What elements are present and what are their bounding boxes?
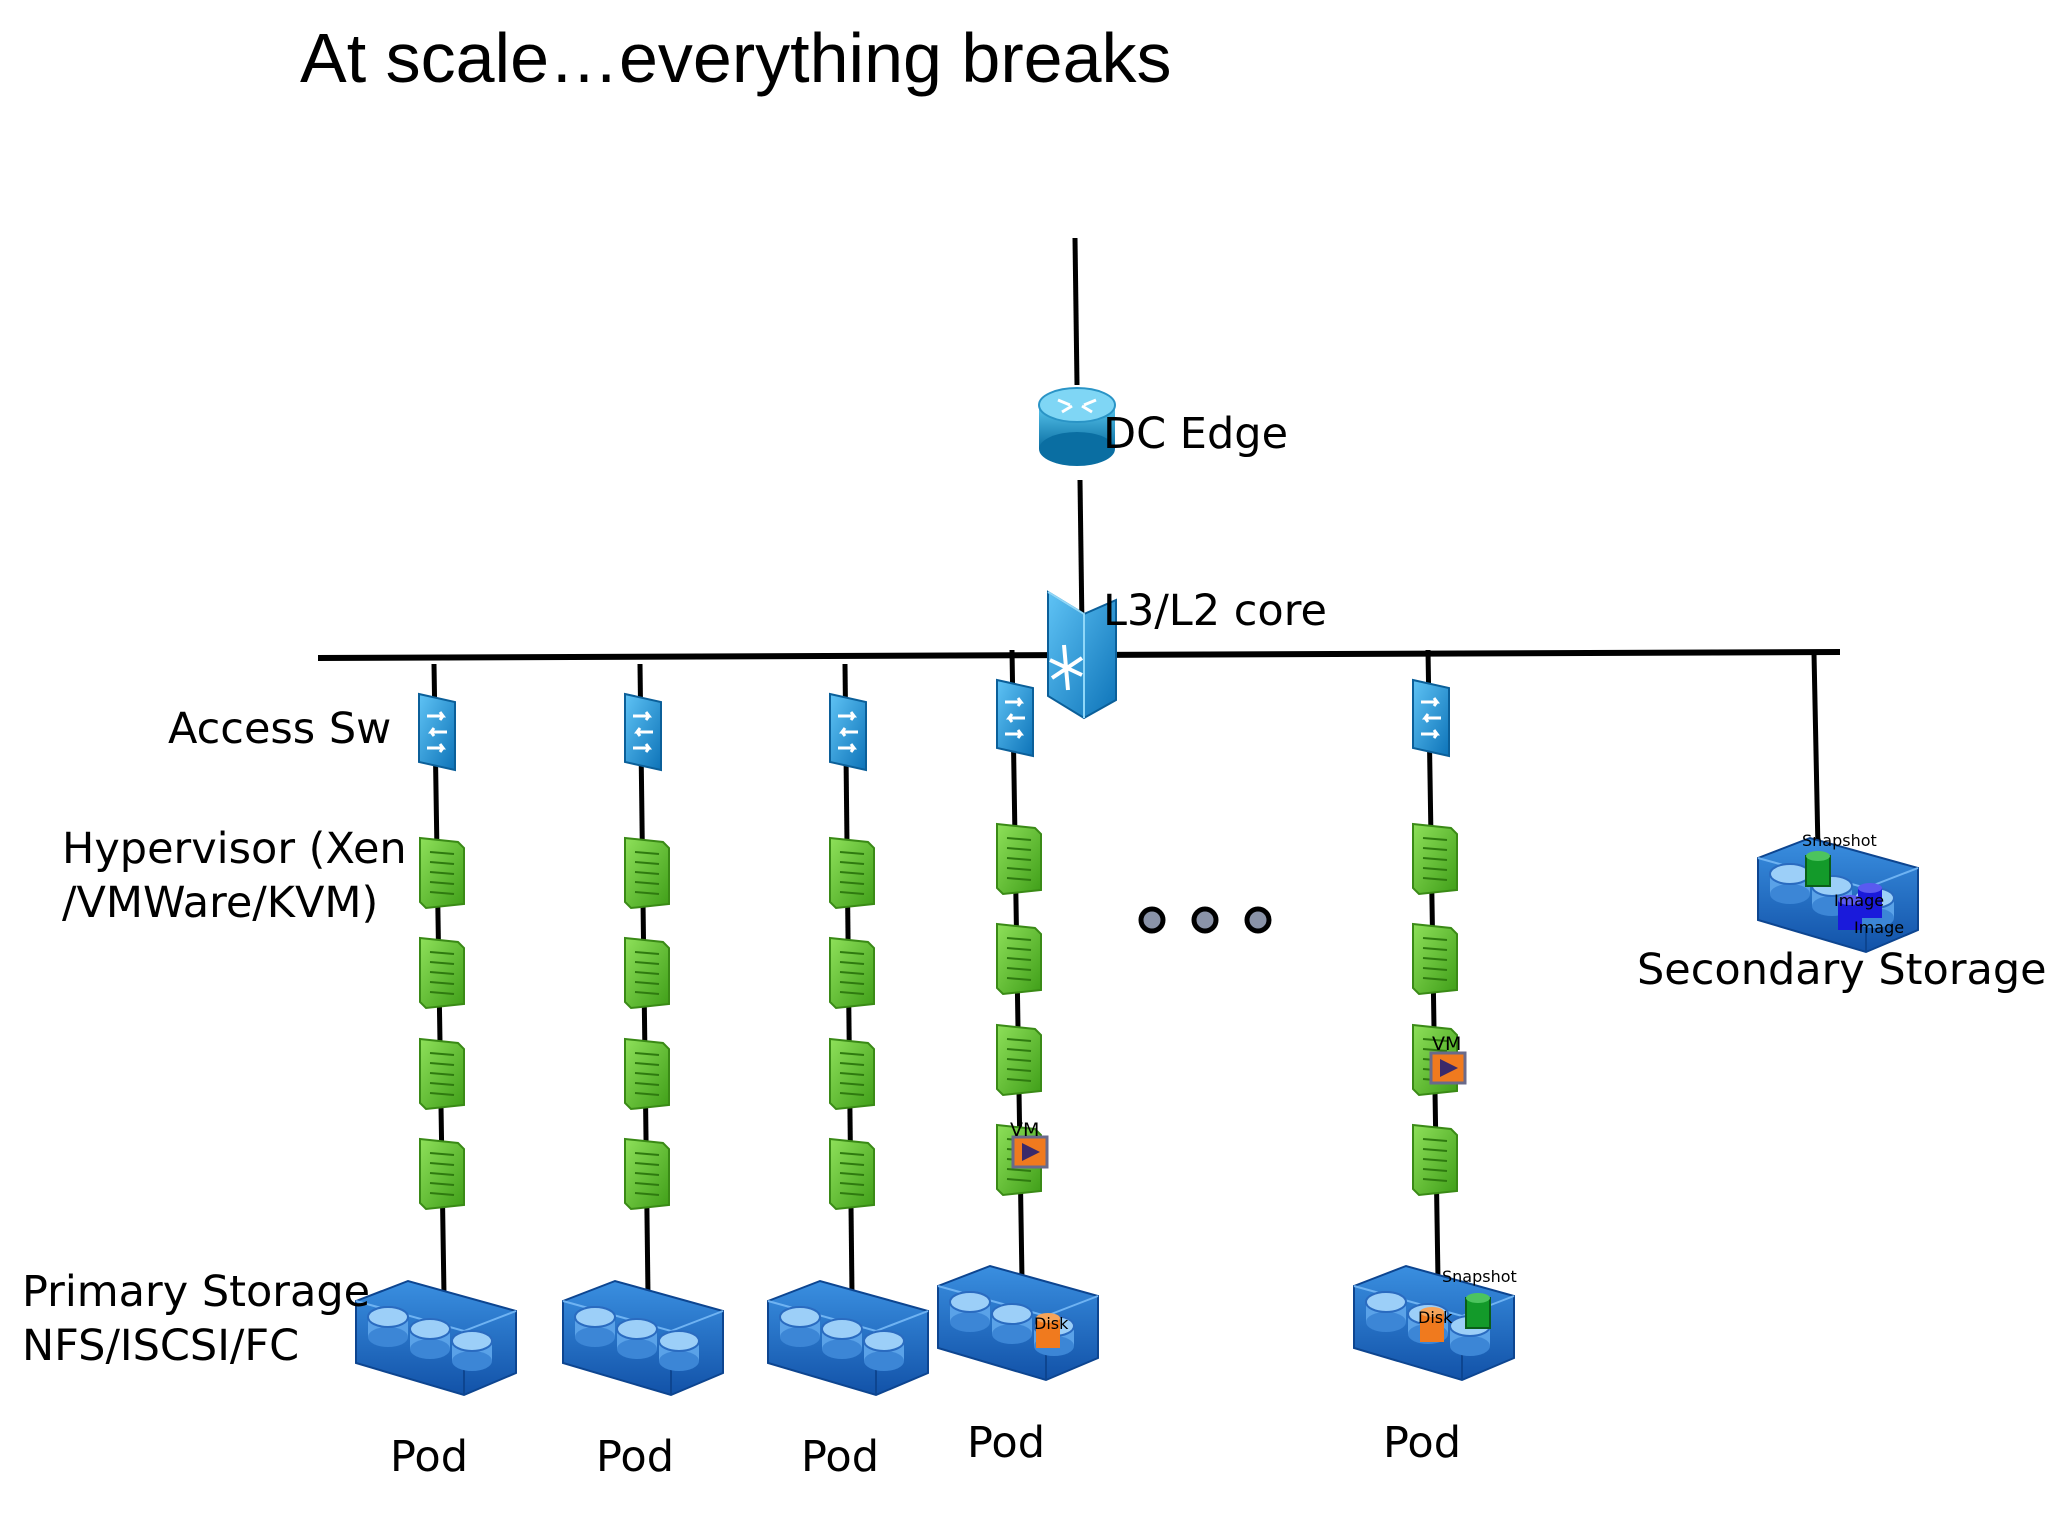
access-switch-icon [623, 692, 663, 772]
access-switch-icon [828, 692, 868, 772]
primary-storage-icon [937, 1265, 1099, 1381]
snapshot-icon [1465, 1293, 1491, 1329]
hypervisor-server-icon [996, 823, 1042, 895]
hypervisor-server-icon [1412, 923, 1458, 995]
hypervisor-server-icon [829, 1038, 875, 1110]
primary-storage-icon [767, 1280, 929, 1396]
hypervisor-server-icon [624, 1138, 670, 1210]
hypervisor-server-icon [1412, 1124, 1458, 1196]
pod-column-4: VM Disk [937, 649, 1099, 1381]
pod-column-2 [562, 663, 724, 1396]
vm-label: VM [1432, 1033, 1461, 1055]
image-label: Image [1854, 918, 1904, 937]
hypervisor-server-icon [624, 937, 670, 1009]
primary-storage-label-line-2: NFS/ISCSI/FC [22, 1320, 300, 1371]
dc-edge-label: DC Edge [1103, 409, 1289, 459]
hypervisor-server-icon [996, 923, 1042, 995]
secondary-storage-label: Secondary Storage [1637, 945, 2047, 995]
image-icon [1838, 883, 1882, 930]
pod-label-1: Pod [390, 1432, 469, 1482]
disk-label: Disk [1418, 1308, 1453, 1327]
vm-icon [1011, 1135, 1049, 1169]
access-switch-label: Access Sw [168, 704, 392, 754]
pod-label-4: Pod [967, 1418, 1046, 1468]
hypervisor-server-icon [624, 1038, 670, 1110]
hypervisor-server-icon [829, 1138, 875, 1210]
pod-label-2: Pod [596, 1432, 675, 1482]
primary-storage-label: Primary Storage NFS/ISCSI/FC [22, 1266, 370, 1374]
vm-icon [1429, 1051, 1467, 1085]
hypervisor-server-icon [829, 837, 875, 909]
secondary-storage-group: Snapshot Image Image [1757, 652, 1919, 953]
hypervisor-server-icon [419, 837, 465, 909]
hypervisor-server-icon [996, 1024, 1042, 1096]
disk-label: Disk [1034, 1314, 1069, 1333]
access-switch-icon [1411, 678, 1451, 758]
primary-storage-icon [562, 1280, 724, 1396]
primary-storage-icon [355, 1280, 517, 1396]
pod-label-5: Pod [1383, 1418, 1462, 1468]
hypervisor-server-icon [419, 937, 465, 1009]
pod-column-3 [767, 663, 929, 1396]
primary-storage-label-line-1: Primary Storage [22, 1267, 371, 1317]
disk-icon [1420, 1307, 1444, 1342]
hypervisor-label-line-2: /VMWare/KVM) [62, 877, 379, 928]
ellipsis-more-pods-icon [1138, 906, 1272, 934]
wan-uplink-line [1072, 237, 1080, 386]
pod-label-3: Pod [801, 1432, 880, 1482]
disk-icon [1036, 1313, 1060, 1348]
hypervisor-server-icon [829, 937, 875, 1009]
core-switch-icon [1047, 590, 1117, 720]
hypervisor-server-icon [419, 1138, 465, 1210]
hypervisor-server-icon [624, 837, 670, 909]
hypervisor-server-icon [1412, 823, 1458, 895]
pod-column-5: VM Disk Snapshot [1353, 649, 1517, 1381]
access-switch-icon [995, 678, 1035, 758]
snapshot-label: Snapshot [1442, 1267, 1517, 1286]
access-switch-icon [417, 692, 457, 772]
edge-core-link [1077, 479, 1085, 629]
hypervisor-server-icon [419, 1038, 465, 1110]
hypervisor-label-line-1: Hypervisor (Xen [62, 824, 407, 874]
snapshot-label: Snapshot [1802, 831, 1877, 850]
hypervisor-label: Hypervisor (Xen /VMWare/KVM) [62, 823, 407, 931]
slide-title: At scale…everything breaks [300, 19, 1172, 97]
snapshot-icon [1805, 851, 1831, 887]
dc-edge-router-icon [1038, 387, 1116, 466]
core-label: L3/L2 core [1103, 586, 1327, 636]
image-label: Image [1834, 891, 1884, 910]
pod-column-1 [355, 663, 517, 1396]
vm-label: VM [1010, 1119, 1039, 1141]
